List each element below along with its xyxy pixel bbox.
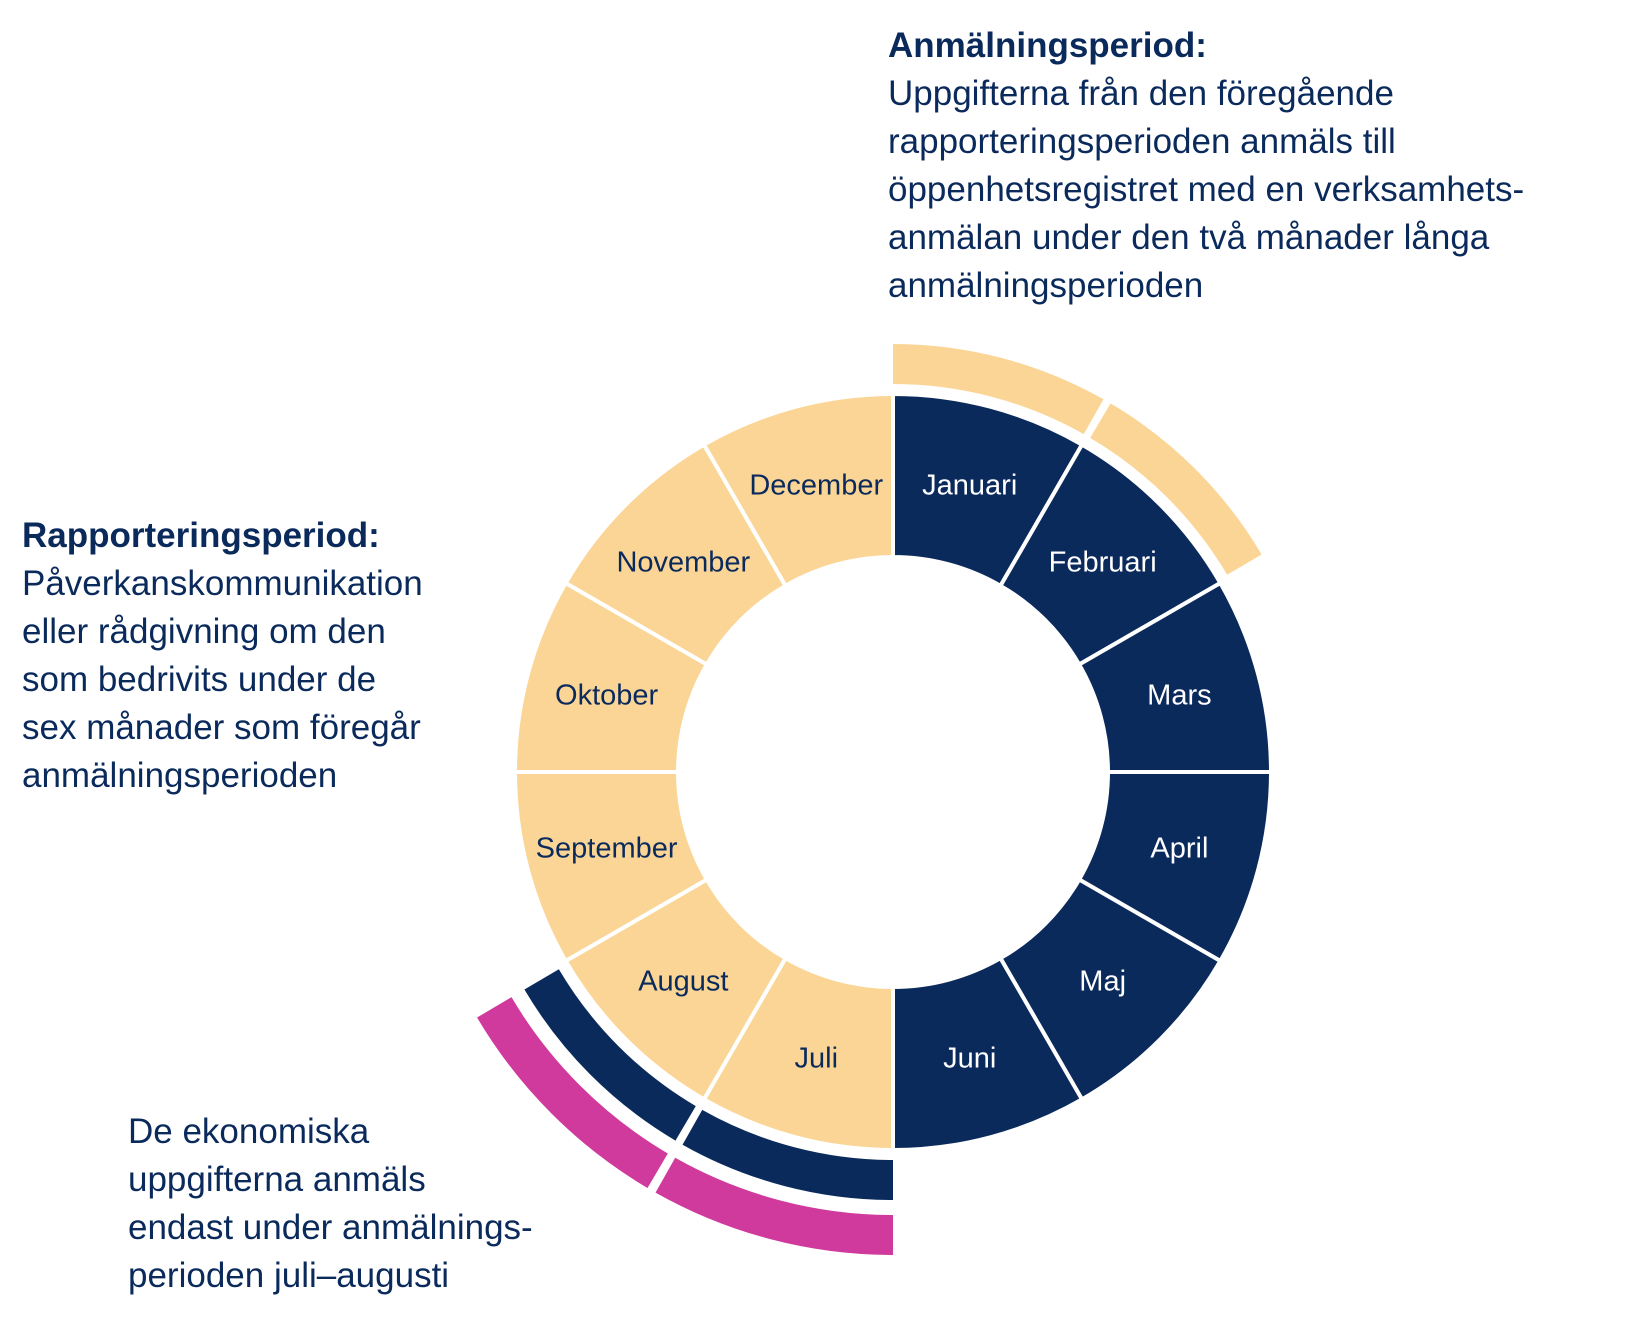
period-band-magenta-august [477, 997, 668, 1188]
month-label-februari: Februari [1049, 546, 1157, 578]
month-label-maj: Maj [1079, 966, 1126, 998]
rapporteringsperiod-line: anmälningsperioden [22, 756, 338, 795]
month-segment-december [701, 391, 895, 589]
rapporteringsperiod-annotation: Rapporteringsperiod: Påverkanskommunikat… [22, 512, 423, 800]
anmalningsperiod-line: anmälan under den två månader långa [888, 218, 1490, 257]
month-label-januari: Januari [922, 470, 1017, 502]
rapporteringsperiod-line: sex månader som föregår [22, 708, 421, 747]
anmalningsperiod-line: öppenhetsregistret med en verksamhets- [888, 170, 1525, 209]
month-label-august: August [638, 966, 728, 998]
anmalningsperiod-annotation: Anmälningsperiod: Uppgifterna från den f… [888, 22, 1524, 310]
period-band-navy-juli [682, 1109, 893, 1200]
rapporteringsperiod-heading: Rapporteringsperiod: [22, 516, 380, 555]
rapporteringsperiod-line: som bedrivits under de [22, 660, 377, 699]
rapporteringsperiod-line: eller rådgivning om den [22, 612, 386, 651]
ekonomiska-line: perioden juli–augusti [128, 1256, 450, 1295]
rapporteringsperiod-line: Påverkanskommunikation [22, 564, 423, 603]
ekonomiska-line: De ekonomiska [128, 1112, 370, 1151]
anmalningsperiod-line: rapporteringsperioden anmäls till [888, 122, 1396, 161]
ekonomiska-uppgifter-annotation: De ekonomiska uppgifterna anmäls endast … [128, 1108, 533, 1300]
month-segments [512, 391, 1274, 1153]
period-band-navy-august [524, 969, 696, 1141]
period-bands [477, 344, 1262, 1255]
period-band-peach-januari [893, 344, 1104, 435]
ekonomiska-line: uppgifterna anmäls [128, 1160, 426, 1199]
month-label-december: December [749, 470, 883, 502]
month-label-juni: Juni [943, 1042, 996, 1074]
month-label-november: November [616, 546, 750, 578]
month-label-juli: Juli [795, 1042, 839, 1074]
ekonomiska-line: endast under anmälnings- [128, 1208, 533, 1247]
anmalningsperiod-line: anmälningsperioden [888, 266, 1204, 305]
period-band-magenta-juli [655, 1157, 893, 1255]
month-label-oktober: Oktober [555, 679, 658, 711]
month-label-mars: Mars [1147, 679, 1211, 711]
anmalningsperiod-heading: Anmälningsperiod: [888, 26, 1207, 65]
anmalningsperiod-line: Uppgifterna från den föregående [888, 74, 1394, 113]
month-label-september: September [536, 833, 678, 865]
month-label-april: April [1150, 833, 1208, 865]
period-band-peach-februari [1090, 403, 1262, 575]
